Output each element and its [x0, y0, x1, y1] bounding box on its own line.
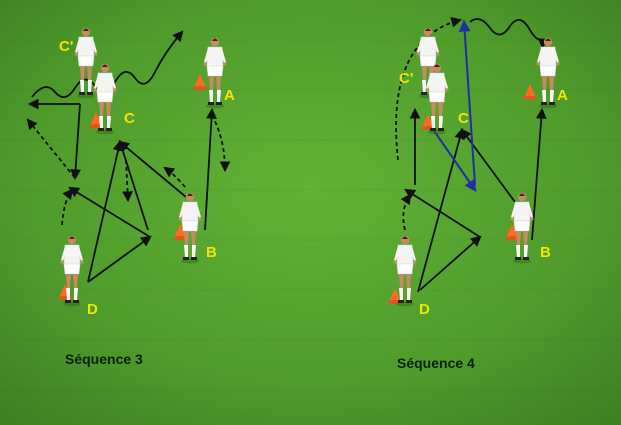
- sequence-4-diagram: [388, 17, 561, 307]
- seq3-label-b: B: [206, 244, 217, 261]
- seq3-label-c: C: [124, 110, 135, 127]
- seq4-label-c-prime: C': [399, 70, 414, 87]
- seq4-label-d: D: [419, 301, 430, 318]
- seq4-label-a: A: [557, 87, 568, 104]
- seq4-label-b: B: [540, 244, 551, 261]
- sequence-4-arrows: [395, 17, 551, 293]
- seq3-label-c-prime: C': [59, 38, 74, 55]
- seq3-label-d: D: [87, 301, 98, 318]
- seq3-label-a: A: [224, 87, 235, 104]
- seq4-label-c: C: [458, 110, 469, 127]
- sequence-3-caption: Séquence 3: [65, 351, 143, 367]
- sequence-4-caption: Séquence 4: [397, 355, 475, 371]
- sequence-3-diagram: [26, 27, 231, 307]
